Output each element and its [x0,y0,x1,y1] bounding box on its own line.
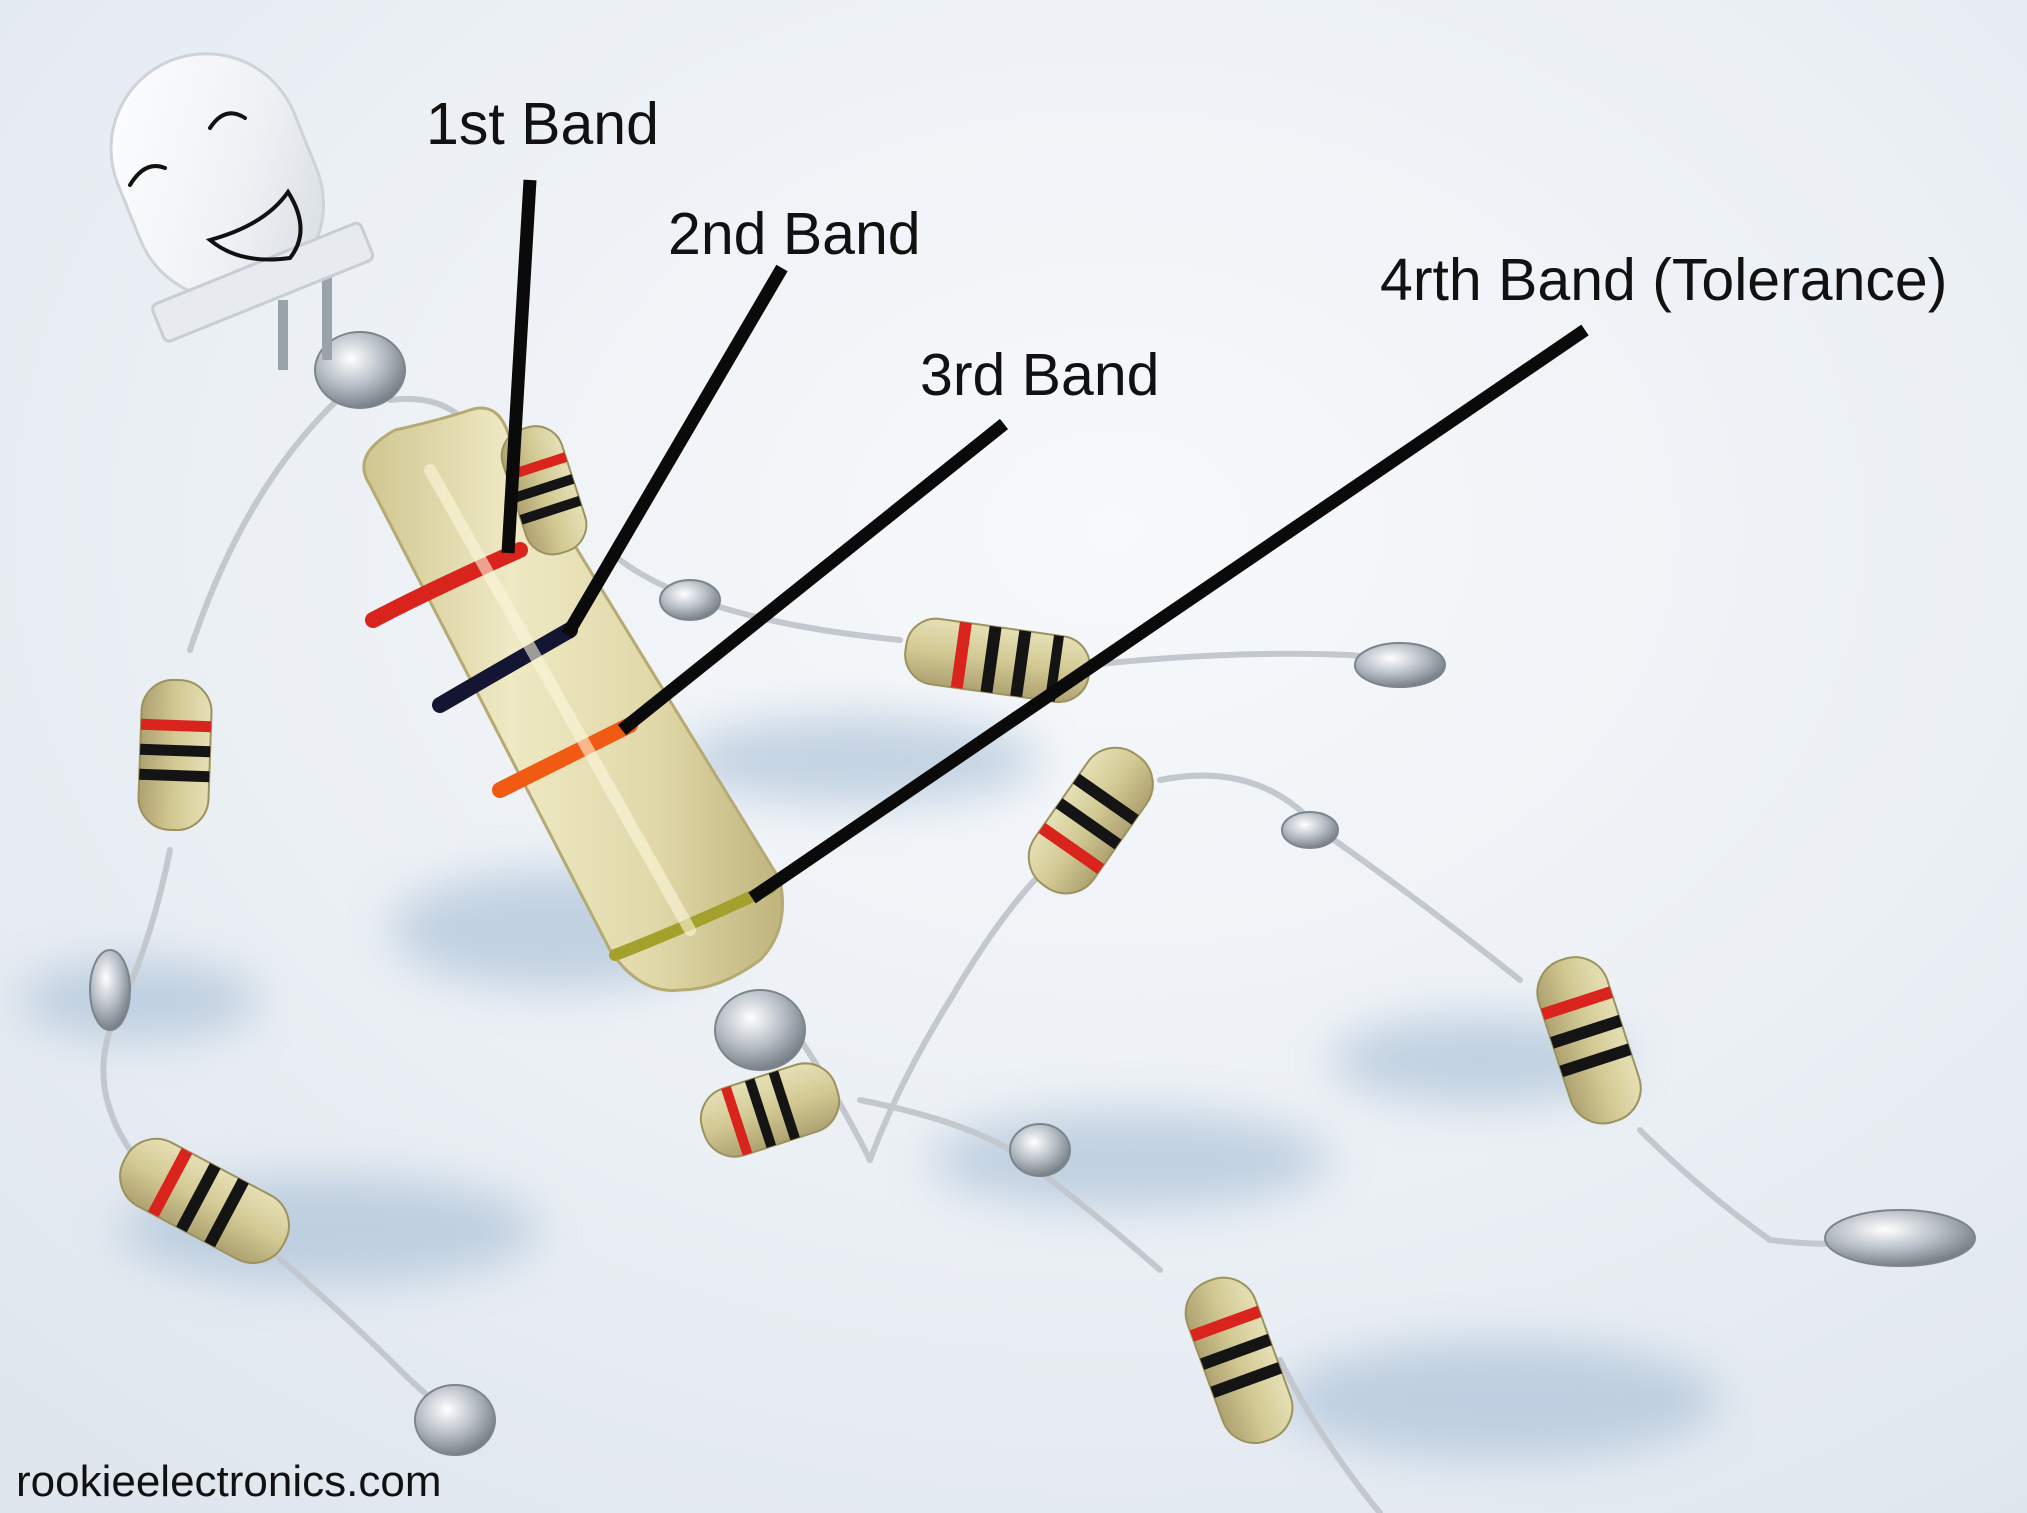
smiley-face-drawing [128,111,303,262]
pointer-line-band1 [501,179,537,554]
label-fourth-band-tolerance: 4rth Band (Tolerance) [1380,247,1948,313]
pointer-lines [501,179,1589,904]
small-resistors [119,425,1642,1444]
pointer-line-band2 [561,264,788,639]
pointer-line-band4 [748,324,1589,904]
watermark-site-url: rookieelectronics.com [16,1457,442,1506]
led-head [109,52,375,370]
label-second-band: 2nd Band [668,201,921,267]
label-third-band: 3rd Band [920,342,1160,408]
pointer-line-band3 [617,418,1009,736]
solder-joints [89,331,1976,1456]
label-first-band: 1st Band [426,91,659,157]
